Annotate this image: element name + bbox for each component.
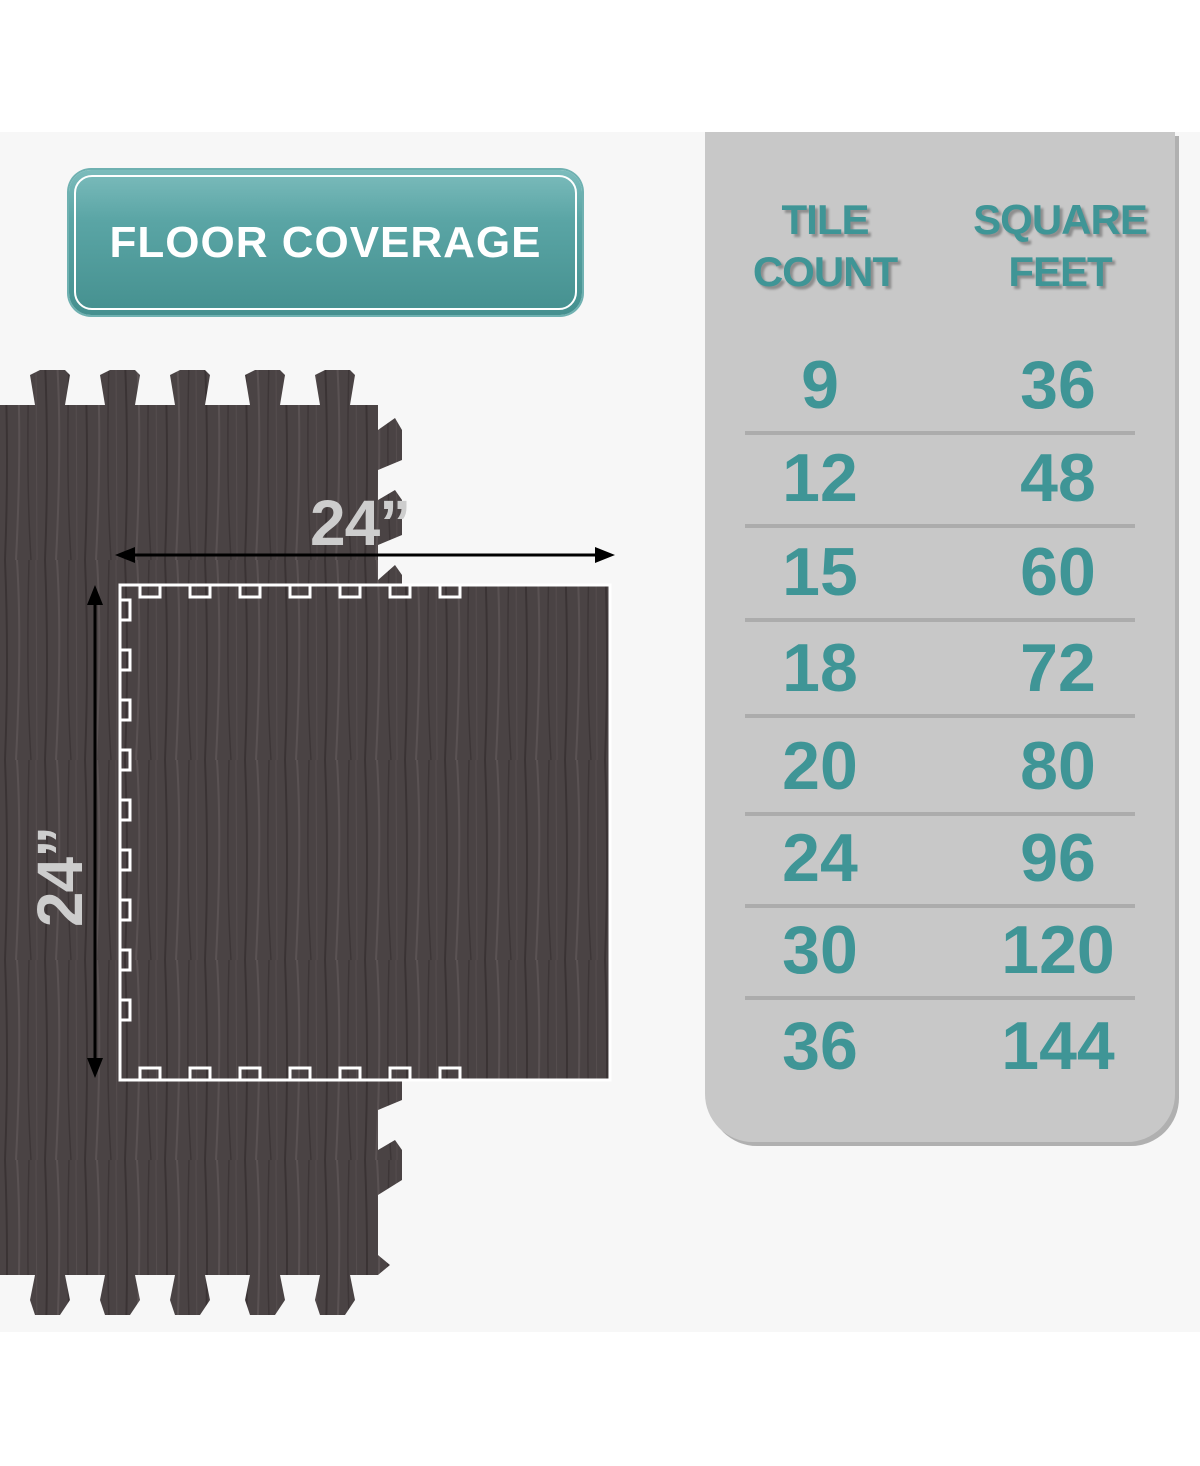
tile-count-cell: 30 <box>782 912 858 988</box>
square-feet-cell: 72 <box>1020 630 1096 706</box>
square-feet-cell: 48 <box>1020 440 1096 516</box>
row-divider <box>745 524 1135 528</box>
coverage-table: TILE COUNT SQUARE FEET 9 36 12 48 15 60 … <box>705 132 1175 1142</box>
table-row: 15 60 <box>745 526 1135 622</box>
square-feet-cell: 120 <box>1001 912 1115 988</box>
table-row: 12 48 <box>745 432 1135 528</box>
row-divider <box>745 431 1135 435</box>
table-row: 20 80 <box>745 720 1135 816</box>
tile-count-cell: 24 <box>782 820 858 896</box>
row-divider <box>745 904 1135 908</box>
tile-count-cell: 36 <box>782 1008 858 1084</box>
width-arrow <box>115 547 615 563</box>
row-divider <box>745 812 1135 816</box>
square-feet-cell: 36 <box>1020 347 1096 423</box>
floor-coverage-badge: FLOOR COVERAGE <box>69 170 582 315</box>
width-dimension-label: 24” <box>310 487 411 559</box>
row-divider <box>745 618 1135 622</box>
table-row: 24 96 <box>745 812 1135 908</box>
tile-count-cell: 9 <box>801 347 839 423</box>
square-feet-cell: 60 <box>1020 534 1096 610</box>
tile-count-cell: 18 <box>782 630 858 706</box>
front-tile <box>118 583 612 1082</box>
table-row: 36 144 <box>745 1000 1135 1092</box>
square-feet-cell: 144 <box>1001 1008 1115 1084</box>
tile-count-cell: 15 <box>782 534 858 610</box>
table-row: 18 72 <box>745 622 1135 718</box>
table-row: 9 36 <box>745 339 1135 435</box>
tile-count-cell: 20 <box>782 728 858 804</box>
page-title: FLOOR COVERAGE <box>109 217 542 267</box>
square-feet-cell: 80 <box>1020 728 1096 804</box>
square-feet-cell: 96 <box>1020 820 1096 896</box>
foam-tiles-illustration <box>0 370 615 1315</box>
row-divider <box>745 996 1135 1000</box>
header-square-feet: SQUARE FEET <box>973 196 1148 295</box>
height-arrow <box>87 585 103 1078</box>
row-divider <box>745 714 1135 718</box>
table-row: 30 120 <box>745 904 1135 1000</box>
height-dimension-label: 24” <box>24 826 97 928</box>
tile-count-cell: 12 <box>782 440 858 516</box>
header-tile-count: TILE COUNT <box>752 196 898 295</box>
